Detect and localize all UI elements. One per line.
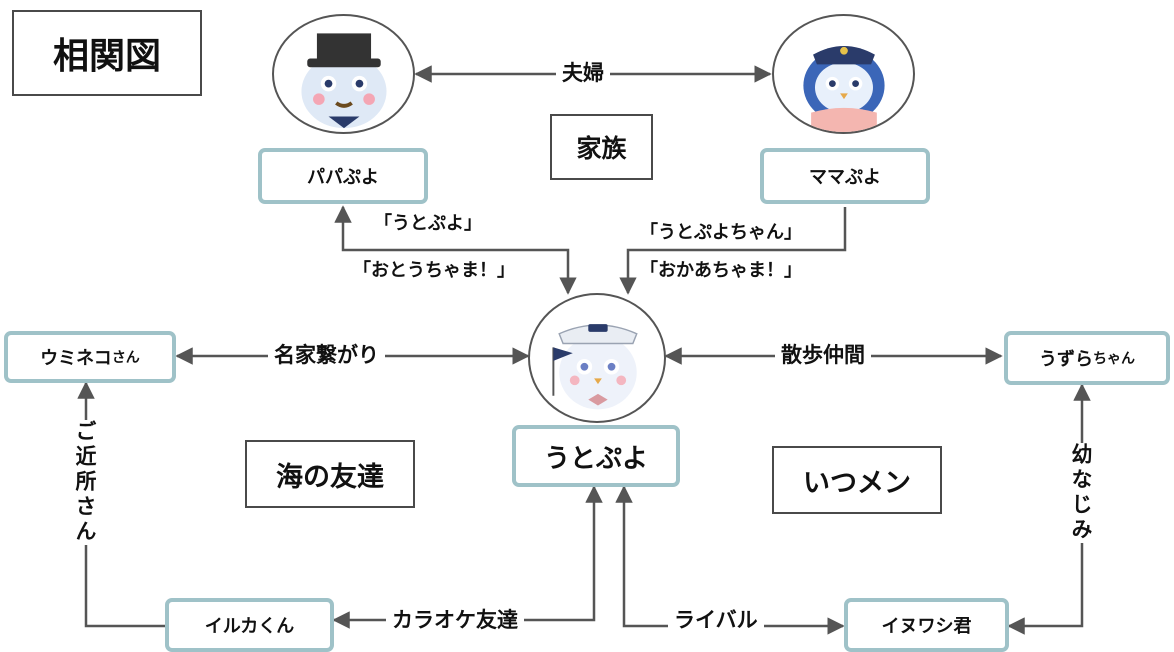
node-umineko: ウミネコさん	[4, 331, 176, 383]
label-uzura: 散歩仲間	[775, 345, 871, 366]
node-mama: ママぷよ	[760, 148, 930, 204]
node-umineko-suffix: さん	[111, 350, 140, 366]
group-label-sea-friends: 海の友達	[245, 440, 415, 508]
label-child-calls-papa: 「おとうちゃま！」	[353, 260, 515, 281]
label-couple: 夫婦	[556, 63, 610, 84]
label-umineko-iruka: ご近所さん	[73, 420, 97, 545]
label-child-calls-mama: 「おかあちゃま！」	[640, 260, 802, 281]
node-umineko-name: ウミネコ	[40, 348, 112, 369]
label-iruka: カラオケ友達	[386, 610, 524, 631]
node-papa: パパぷよ	[258, 148, 428, 204]
group-label-usual-members: いつメン	[772, 446, 942, 514]
label-uzura-inuwashi: 幼なじみ	[1069, 443, 1093, 543]
diagram-title: 相関図	[12, 10, 202, 96]
group-label-family: 家族	[550, 114, 653, 180]
node-inuwashi: イヌワシ君	[844, 598, 1009, 652]
mama-child-line	[619, 207, 847, 295]
inuwashi-line	[615, 485, 845, 635]
label-umineko: 名家繋がり	[268, 345, 385, 366]
node-uzura-suffix: ちゃん	[1093, 351, 1135, 367]
node-iruka: イルカくん	[165, 598, 334, 652]
node-uzura: うずらちゃん	[1004, 331, 1170, 385]
mama-penguin-avatar-icon	[772, 14, 915, 134]
papa-penguin-avatar-icon	[272, 14, 415, 134]
label-papa-calls-child: 「うとぷよ」	[374, 213, 482, 234]
utopuyo-avatar-icon	[528, 293, 666, 423]
node-center-utopuyo: うとぷよ	[512, 425, 680, 487]
umineko-iruka-line	[77, 381, 165, 628]
label-mama-calls-child: 「うとぷよちゃん」	[640, 222, 802, 243]
label-inuwashi: ライバル	[668, 610, 764, 631]
node-uzura-name: うずら	[1039, 349, 1093, 370]
papa-child-line	[334, 205, 577, 295]
